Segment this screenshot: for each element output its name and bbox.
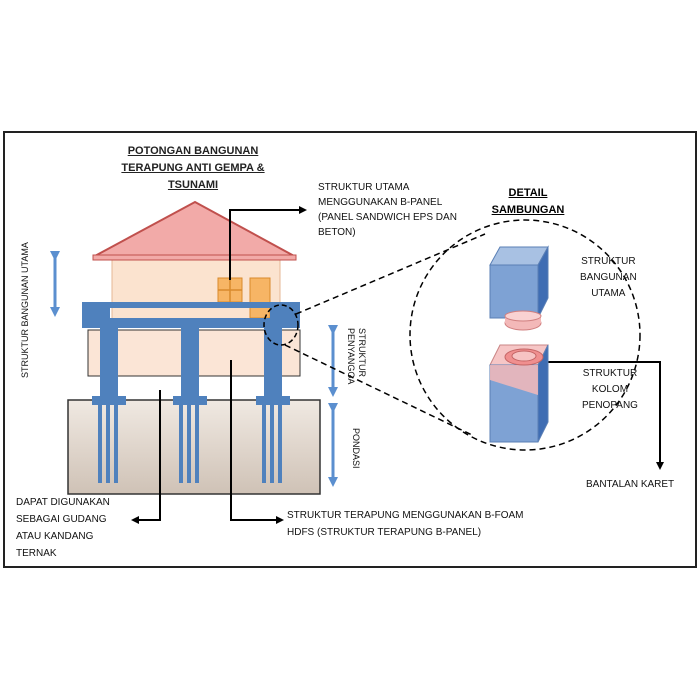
ground-block	[67, 399, 321, 495]
label-support-structure: STRUKTUR PENYANGGA	[346, 328, 367, 385]
zoom-circle-small	[263, 304, 299, 346]
house-door	[249, 277, 271, 319]
detail-title: DETAIL SAMBUNGAN	[491, 187, 565, 216]
roof-eave	[92, 254, 297, 261]
cube-upper	[489, 245, 549, 319]
label-main-structure: STRUKTUR UTAMA MENGGUNAKAN B-PANEL (PANE…	[318, 182, 457, 238]
callout-rubber-bearing	[548, 361, 664, 470]
label-rubber-bearing: BANTALAN KARET	[586, 479, 675, 490]
title-line-1: POTONGAN BANGUNAN	[127, 145, 259, 157]
label-foundation: PONDASI	[351, 428, 361, 469]
callout-storage	[131, 390, 161, 524]
column-left	[100, 328, 118, 398]
label-building-structure: STRUKTUR BANGUNAN UTAMA	[20, 242, 30, 378]
label-floating-structure: STRUKTUR TERAPUNG MENGGUNAKAN B-FOAM HDF…	[287, 510, 524, 538]
label-detail-upper: STRUKTUR BANGUNAN UTAMA	[580, 256, 637, 299]
label-detail-lower: STRUKTUR KOLOM PENOPANG	[582, 368, 638, 411]
callout-floating	[230, 360, 284, 524]
foundation-piles	[98, 405, 282, 483]
floor-beam-top	[82, 302, 300, 308]
detail-circle	[409, 219, 641, 451]
diagram-title: POTONGAN BANGUNAN TERAPUNG ANTI GEMPA & …	[108, 143, 278, 194]
floor-beam	[82, 318, 300, 328]
title-line-2: TERAPUNG ANTI GEMPA &	[121, 162, 265, 174]
title-line-3: TSUNAMI	[167, 179, 219, 191]
label-storage-use: DAPAT DIGUNAKAN SEBAGAI GUDANG ATAU KAND…	[16, 497, 110, 559]
callout-main-structure	[229, 206, 307, 280]
column-middle	[181, 328, 199, 398]
column-right	[264, 328, 282, 398]
